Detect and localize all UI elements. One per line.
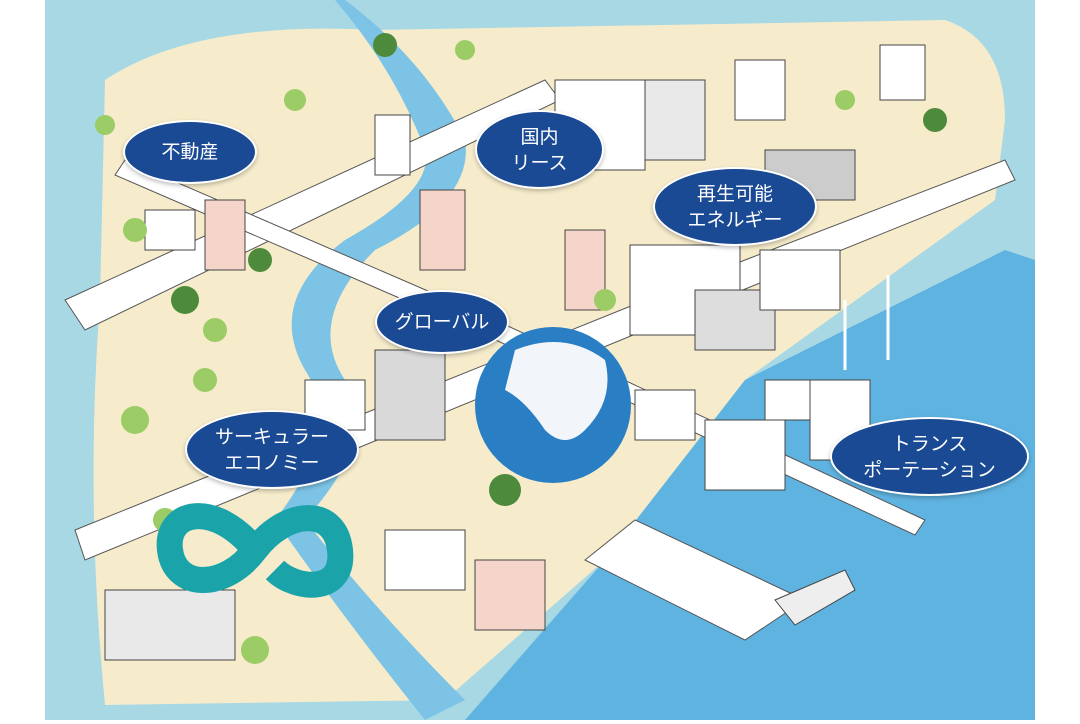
pier (584, 519, 807, 641)
domestic-leasing-text-2: リース (511, 151, 568, 174)
global-label[interactable]: グローバル (375, 290, 509, 354)
river (275, 0, 466, 720)
city-map-illustration: 不動産 国内 リース 再生可能 エネルギー グローバル サーキュラー エコノミー… (45, 0, 1035, 720)
infinity-icon (156, 503, 354, 598)
global-text: グローバル (394, 311, 490, 333)
renewable-energy-text-1: 再生可能 (696, 182, 773, 205)
real-estate-text: 不動産 (161, 141, 219, 163)
transportation-label[interactable]: トランス ポーテーション (830, 417, 1029, 496)
circular-economy-text-2: エコノミー (224, 451, 320, 474)
transportation-text-1: トランス (891, 432, 968, 455)
renewable-energy-label[interactable]: 再生可能 エネルギー (653, 167, 817, 246)
real-estate-label[interactable]: 不動産 (123, 120, 257, 184)
renewable-energy-text-2: エネルギー (687, 208, 783, 231)
domestic-leasing-text-1: 国内 (520, 125, 559, 148)
buildings (104, 44, 926, 661)
circular-economy-text-1: サーキュラー (214, 425, 329, 448)
trees (95, 33, 947, 664)
transportation-text-2: ポーテーション (863, 458, 996, 481)
map-background (45, 0, 1035, 720)
wind-turbines (843, 275, 890, 370)
domestic-leasing-label[interactable]: 国内 リース (475, 110, 604, 189)
cargo-ship (774, 569, 856, 626)
circular-economy-label[interactable]: サーキュラー エコノミー (185, 410, 359, 489)
globe-icon (475, 327, 631, 483)
